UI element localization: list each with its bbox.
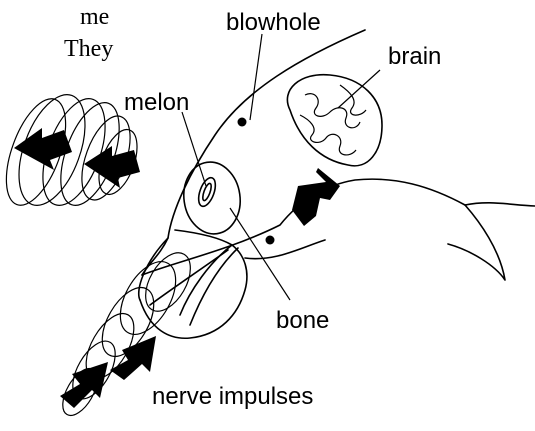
brain-label: brain xyxy=(388,43,441,70)
blowhole-leader xyxy=(250,34,262,120)
bone-leader xyxy=(230,208,290,300)
blowhole-dot xyxy=(238,118,247,127)
incoming-arrow-2 xyxy=(60,362,108,408)
melon-leader xyxy=(182,112,206,186)
brain-shape xyxy=(287,75,382,166)
nerve-impulses-label: nerve impulses xyxy=(152,383,313,410)
melon-label: melon xyxy=(124,89,189,116)
header-text-line1: me xyxy=(80,4,109,30)
outgoing-arrow-2 xyxy=(84,146,140,188)
eye-dot xyxy=(266,236,275,245)
incoming-arrow-1 xyxy=(110,336,156,380)
bone-label: bone xyxy=(276,307,329,334)
incoming-head-arrow xyxy=(292,168,340,226)
header-text-line2: They xyxy=(64,36,113,62)
blowhole-label: blowhole xyxy=(226,9,321,36)
arrows xyxy=(14,128,340,408)
melon-shape xyxy=(179,158,244,237)
outgoing-arrow-1 xyxy=(14,128,72,170)
brain-leader xyxy=(338,70,380,108)
